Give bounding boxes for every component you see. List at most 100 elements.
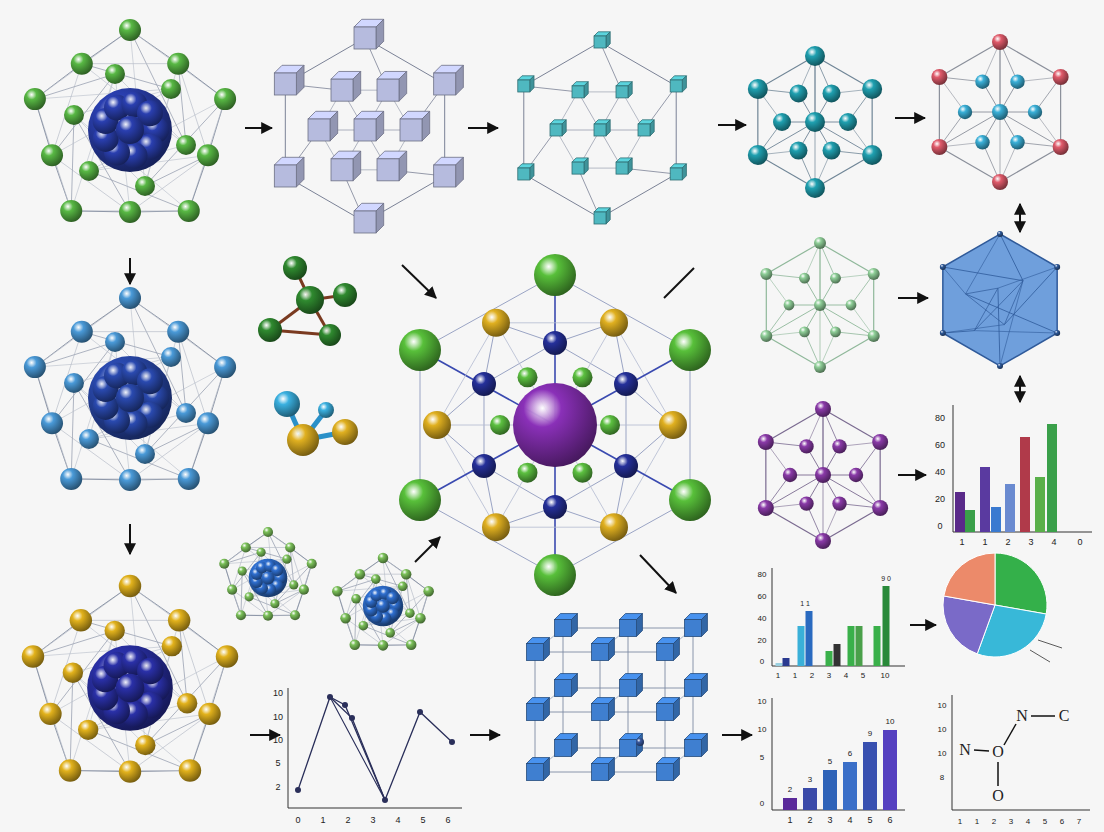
atom-ball	[799, 326, 810, 337]
cube-front	[550, 124, 562, 136]
axis-label: 5	[760, 754, 764, 762]
atom-ball	[543, 331, 567, 355]
axis-label: 6	[445, 816, 450, 825]
atom-ball	[799, 439, 813, 453]
axis-label: 2	[1005, 538, 1010, 547]
atom-ball	[790, 84, 808, 102]
atom-ball	[773, 113, 791, 131]
axis-label: 1	[320, 816, 325, 825]
atom-ball	[862, 79, 882, 99]
bond-line	[974, 288, 998, 330]
atom-ball	[63, 662, 83, 682]
atom-ball	[60, 200, 82, 222]
atom-ball	[359, 621, 369, 631]
atom-ball	[958, 105, 972, 119]
atom-ball	[176, 403, 196, 423]
atom-ball	[472, 454, 496, 478]
cube-front	[670, 80, 682, 92]
atom-ball	[119, 469, 141, 491]
bond-line	[765, 442, 766, 508]
bond-line	[35, 342, 115, 367]
cube-side	[376, 19, 384, 49]
bond-line	[1060, 77, 1061, 147]
bond-line	[966, 288, 998, 294]
bond-line	[523, 86, 524, 174]
bond-line	[1004, 267, 1057, 325]
axis-label: 40	[758, 615, 767, 623]
pie-slice	[995, 553, 1047, 614]
cube-side	[399, 151, 407, 181]
bond-line	[974, 331, 1057, 333]
atom-ball	[78, 720, 98, 740]
cube-side	[628, 82, 632, 98]
bar-value: 1 1	[800, 600, 810, 607]
axis-label: 4	[847, 816, 852, 825]
atom-ball	[573, 367, 593, 387]
atom-ball	[176, 135, 196, 155]
bond-line	[189, 99, 225, 211]
bond-line	[224, 532, 268, 564]
chart-bar	[1047, 424, 1057, 532]
axis-label: 60	[758, 593, 767, 601]
flow-arrow	[470, 734, 500, 736]
cube-front	[377, 159, 399, 181]
axis-label: 3	[1009, 818, 1013, 826]
cube-front	[331, 159, 353, 181]
cube-side	[399, 71, 407, 101]
bond-line	[555, 275, 690, 350]
cube-front	[592, 644, 609, 661]
atom-ball	[931, 69, 947, 85]
atom-ball	[116, 674, 145, 703]
atom-ball	[799, 273, 810, 284]
axis-label: 10	[881, 672, 890, 680]
atom-ball	[216, 645, 238, 667]
atom-ball	[287, 424, 319, 456]
bond-line	[35, 30, 130, 99]
atom-ball	[405, 608, 415, 618]
figure-group	[22, 19, 1092, 810]
bond-line	[524, 42, 600, 86]
atom-ball	[1054, 264, 1060, 270]
bond-line	[998, 288, 1000, 366]
axis-label: 40	[935, 468, 945, 477]
axis-label: 20	[935, 495, 945, 504]
atom-ball	[214, 88, 236, 110]
chart-bar	[823, 770, 837, 810]
bond-line	[939, 77, 940, 147]
chart-axis	[288, 808, 462, 809]
atom-ball	[534, 554, 576, 596]
axis-label: 0	[1077, 538, 1082, 547]
atom-ball	[760, 268, 772, 280]
atom-ball	[839, 113, 857, 131]
atom-ball	[868, 268, 880, 280]
axis-label: 2	[275, 783, 280, 792]
atom-ball	[79, 429, 99, 449]
bond-line	[420, 350, 421, 500]
atom-ball	[992, 104, 1008, 120]
atom-ball	[319, 324, 341, 346]
cube-front	[572, 86, 584, 98]
cube-front	[657, 704, 674, 721]
atom-ball	[862, 145, 882, 165]
cube-front	[638, 124, 650, 136]
bond-line	[406, 574, 410, 613]
atom-ball	[482, 513, 510, 541]
leader-line	[1030, 650, 1050, 662]
atom-ball	[71, 321, 93, 343]
cube-side	[530, 164, 534, 180]
flow-arrow	[402, 265, 436, 298]
cube-side	[456, 65, 464, 95]
bond-line	[823, 508, 880, 541]
atom-label: C	[1059, 708, 1070, 724]
bond-line	[178, 332, 186, 413]
bar-value: 5	[828, 758, 832, 766]
bond-line	[600, 42, 676, 86]
axis-label: 1	[959, 538, 964, 547]
bond-line	[766, 274, 767, 336]
chart-bar	[834, 644, 841, 666]
atom-ball	[1053, 139, 1069, 155]
axis-label: 8	[940, 774, 944, 782]
flow-arrow	[468, 127, 498, 129]
bond-line	[820, 336, 874, 367]
atom-ball	[513, 383, 597, 467]
